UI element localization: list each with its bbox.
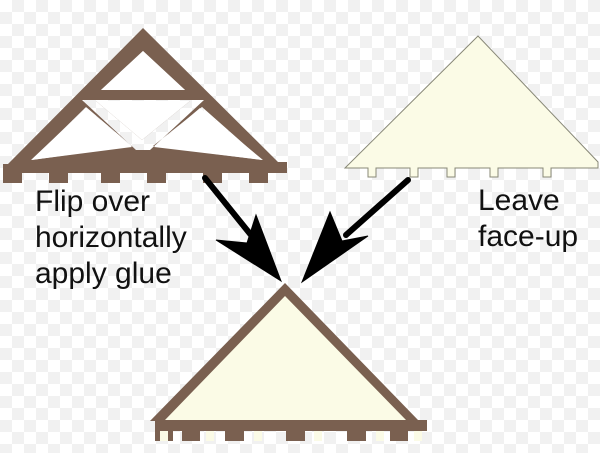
arrow-right [300,177,411,284]
assembled-notches [160,431,422,441]
flip-instruction: Flip over horizontally apply glue [35,184,187,292]
leave-instruction-line-1: Leave [478,184,560,217]
flip-instruction-line-3: apply glue [35,257,172,290]
arrow-left [202,175,282,283]
leave-instruction: Leave face-up [478,183,578,255]
flip-instruction-line-1: Flip over [35,185,151,218]
leave-instruction-line-2: face-up [478,220,579,253]
cream-panel-shape [343,35,599,178]
truss-frame [3,28,287,183]
truss-panel-left [31,108,132,160]
cream-panel-faceup [343,35,599,178]
truss-panel-top [101,51,185,90]
truss-panel-middle [96,101,190,140]
assembled-panel [150,283,427,441]
flip-instruction-line-2: horizontally [35,221,187,254]
assembled-panel-face [165,296,406,420]
truss-panel-right [154,108,263,160]
